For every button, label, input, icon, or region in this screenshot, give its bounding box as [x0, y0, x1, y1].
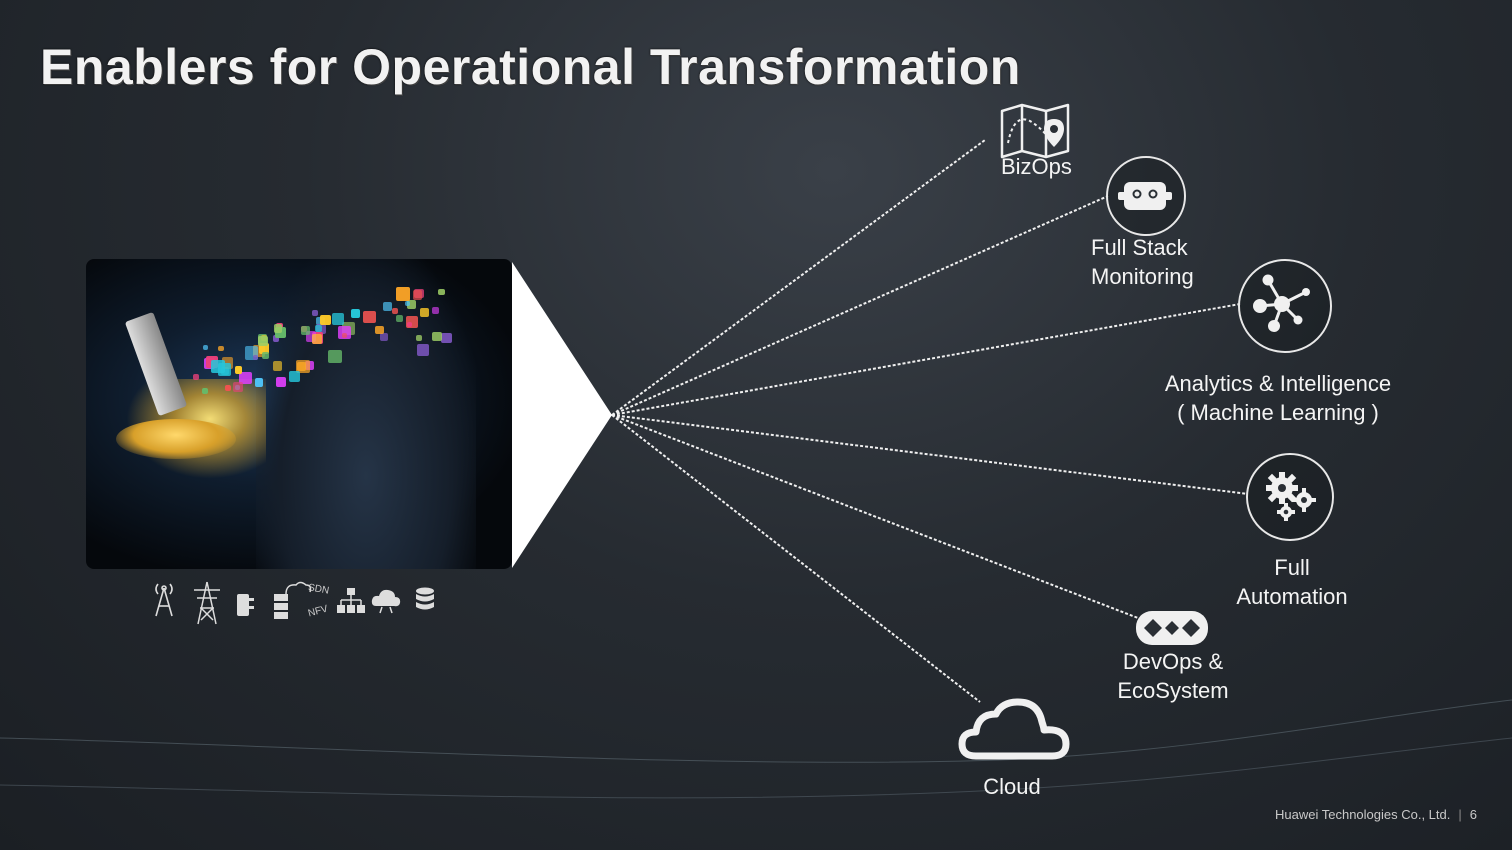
antenna-tower-icon	[155, 583, 173, 617]
app-icon	[311, 309, 318, 316]
app-icon	[341, 333, 347, 339]
app-icon	[438, 288, 445, 296]
app-icon	[338, 325, 352, 339]
app-icon	[379, 333, 388, 342]
app-icon	[404, 300, 410, 307]
app-icon	[234, 366, 243, 374]
power-tower-icon	[194, 581, 220, 625]
monitor-robot-icon	[1118, 182, 1172, 210]
app-icon	[288, 370, 300, 382]
app-icon	[407, 322, 413, 328]
app-icon	[262, 351, 270, 359]
app-icon	[255, 378, 264, 387]
app-icon	[407, 300, 416, 309]
app-icon	[239, 371, 253, 385]
network-nodes-icon	[1253, 274, 1310, 332]
company-name: Huawei Technologies Co., Ltd.	[1275, 807, 1451, 822]
server-cloud-icon	[274, 581, 312, 619]
app-icon	[193, 373, 200, 380]
app-icon	[419, 307, 429, 317]
app-icon	[202, 345, 209, 351]
app-icon	[441, 332, 452, 344]
app-icon	[224, 384, 231, 391]
app-icon	[272, 361, 283, 371]
fullstack-label: Full Stack Monitoring	[1091, 235, 1194, 289]
connector-analytics	[611, 303, 1241, 416]
projection-cone	[512, 262, 612, 568]
network-switch-icon	[337, 588, 365, 613]
app-icon	[273, 335, 280, 342]
app-icon	[412, 290, 422, 300]
page-number: 6	[1469, 807, 1477, 822]
app-icon	[258, 336, 268, 346]
app-icon	[327, 349, 342, 364]
app-icon	[375, 326, 384, 335]
bizops-label: BizOps	[1001, 154, 1072, 179]
app-icon	[395, 315, 403, 323]
app-icon	[350, 308, 360, 318]
app-icon	[416, 335, 423, 342]
app-icon	[202, 387, 209, 394]
app-icon	[312, 334, 322, 344]
background-wave	[0, 737, 1512, 799]
app-icon	[233, 382, 244, 393]
app-icon	[363, 310, 376, 324]
cloud-label: Cloud	[983, 774, 1041, 799]
app-icon	[273, 324, 283, 333]
connector-automation	[611, 414, 1249, 495]
app-icon	[432, 331, 442, 342]
connector-cloud	[611, 414, 981, 703]
cloud-icon	[371, 589, 401, 614]
app-icon	[259, 343, 270, 354]
gears-icon	[1266, 472, 1316, 521]
app-icon	[315, 316, 325, 326]
device-icon	[237, 594, 254, 616]
app-icon	[432, 306, 439, 314]
hero-photo	[86, 259, 512, 569]
app-icon	[331, 313, 344, 326]
app-icon	[395, 286, 410, 301]
app-icon	[275, 327, 286, 338]
automation-label: Full Automation	[1236, 555, 1348, 609]
app-icon	[297, 362, 307, 372]
slide-title: Enablers for Operational Transformation	[40, 39, 1021, 95]
app-icon	[211, 359, 225, 374]
connector-fullstack	[611, 195, 1109, 416]
background-wave	[0, 699, 1512, 763]
app-icon	[320, 314, 332, 326]
footer: Huawei Technologies Co., Ltd.|6	[1275, 807, 1477, 822]
connector-bizops	[611, 139, 986, 416]
app-icon	[314, 325, 322, 333]
app-icon	[382, 301, 392, 311]
cloud-icon	[958, 698, 1070, 760]
database-icon	[416, 587, 434, 610]
person-silhouette	[256, 259, 476, 569]
glowing-hand	[116, 419, 236, 459]
app-icon	[300, 325, 310, 335]
app-icon	[416, 343, 430, 356]
infinity-icon	[1136, 611, 1208, 645]
app-icon	[391, 308, 399, 315]
connector-devops	[611, 414, 1139, 619]
app-icon	[253, 354, 259, 360]
devops-label: DevOps & EcoSystem	[1117, 649, 1229, 703]
analytics-label: Analytics & Intelligence ( Machine Learn…	[1164, 371, 1392, 425]
app-icon	[305, 331, 317, 343]
map-pin-icon	[1000, 103, 1070, 159]
app-icon	[218, 346, 224, 352]
app-icon	[275, 376, 287, 388]
